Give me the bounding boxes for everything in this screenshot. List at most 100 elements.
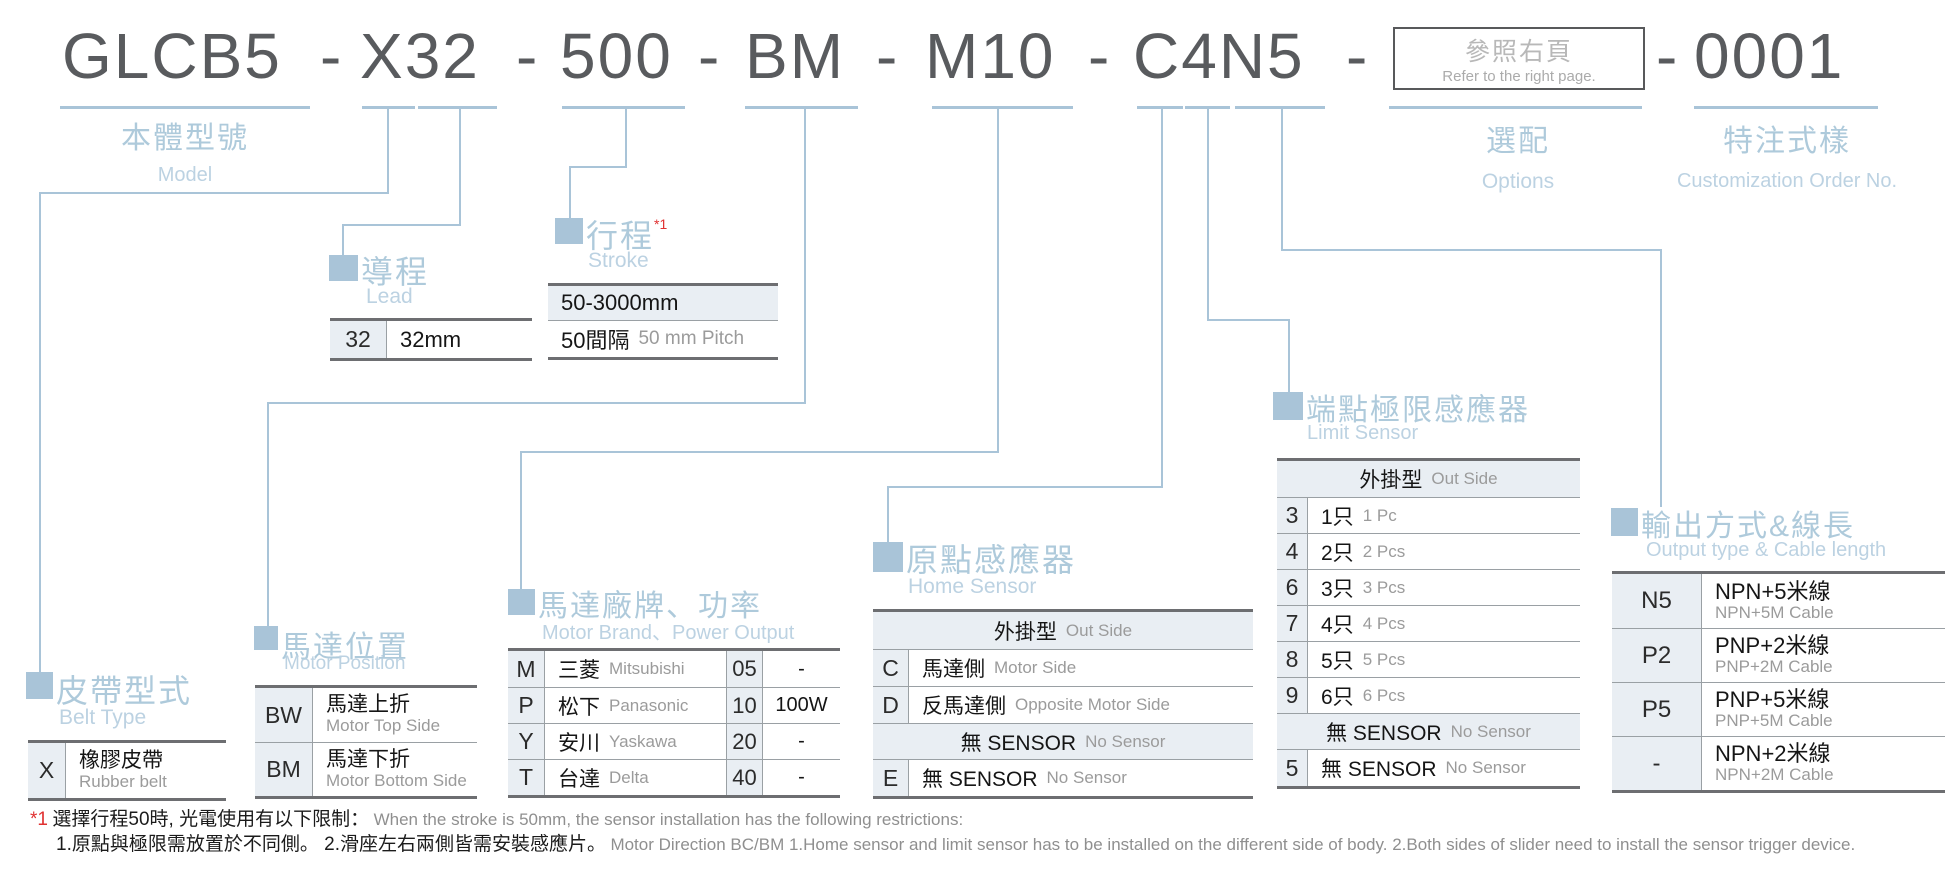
connector-stroke <box>625 108 627 168</box>
limit-sensor-title-en: Limit Sensor <box>1307 422 1419 444</box>
table-row: BW 馬達上折 Motor Top Side <box>255 688 477 742</box>
connector-stroke <box>569 166 627 168</box>
power-value: 100W <box>775 694 828 716</box>
connector-motor-position <box>267 402 806 404</box>
code-separator: - <box>698 20 722 92</box>
lead-title-zh: 導程 <box>361 254 430 290</box>
code-segment-sensors: C4N5 <box>1133 20 1305 92</box>
underline-lead <box>418 106 497 109</box>
footnote-line2-en: Motor Direction BC/BM 1.Home sensor and … <box>610 835 1856 854</box>
connector-limit-sensor <box>1207 108 1209 321</box>
section-options: 選配 Options <box>1391 116 1645 194</box>
brand-code: M <box>508 651 545 687</box>
power-code: 10 <box>726 688 763 723</box>
motor-brand-title-zh: 馬達廠牌、功率 <box>538 590 762 623</box>
code-segment-model: GLCB5 <box>62 20 282 92</box>
lead-code-cell: 32 <box>330 321 387 358</box>
home-sensor-title-en: Home Sensor <box>908 575 1037 598</box>
home-sensor-title-zh: 原點感應器 <box>906 542 1077 578</box>
options-box-zh: 參照右頁 <box>1464 38 1573 66</box>
belt-code-text: X <box>38 757 55 783</box>
footnote-line1-en: When the stroke is 50mm, the sensor inst… <box>373 810 964 829</box>
connector-motor-brand <box>997 108 999 453</box>
connector-home-sensor <box>887 486 1163 488</box>
power-value: - <box>798 657 805 680</box>
brand-code: P <box>508 688 545 723</box>
table-row: 32 32mm <box>330 321 532 358</box>
table-row: X 橡膠皮帶 Rubber belt <box>28 743 226 798</box>
stroke-table: 50-3000mm 50間隔 50 mm Pitch <box>548 283 778 360</box>
section-model: 本體型號 Model <box>60 113 310 187</box>
motor-position-en: Motor Bottom Side <box>326 770 467 790</box>
underline-home-sensor <box>1137 106 1183 109</box>
underline-output <box>1235 106 1325 109</box>
output-label: PNP+2米線 PNP+2M Cable <box>1715 633 1833 677</box>
motor-brand-title-en: Motor Brand、Power Output <box>542 622 795 644</box>
output-label: NPN+2米線 NPN+2M Cable <box>1715 741 1834 785</box>
lead-table: 32 32mm <box>330 318 532 361</box>
connector-motor-position <box>267 402 269 626</box>
limit-sensor-code: 6 <box>1277 570 1308 605</box>
power-value: - <box>798 730 805 752</box>
section-customization: 特注式樣 Customization Order No. <box>1640 116 1934 193</box>
footnote-line1: *1 選擇行程50時, 光電使用有以下限制： When the stroke i… <box>30 804 963 831</box>
connector-output <box>1281 249 1662 251</box>
table-row: - NPN+2米線 NPN+2M Cable <box>1612 736 1945 790</box>
output-code: P2 <box>1612 629 1702 682</box>
stroke-pitch-zh: 50間隔 <box>561 328 630 353</box>
code-separator: - <box>1656 20 1680 92</box>
connector-limit-sensor <box>1288 319 1290 392</box>
motor-position-en: Motor Top Side <box>326 716 441 736</box>
stroke-footnote-marker: *1 <box>654 216 668 232</box>
code-segment-motor-position: BM <box>745 20 845 92</box>
limit-sensor-code: 4 <box>1277 534 1308 569</box>
underline-motor-brand <box>932 106 1073 109</box>
stroke-range-row: 50-3000mm <box>548 286 778 320</box>
connector-belt <box>39 192 389 194</box>
motor-brand-bullet-square <box>508 589 535 615</box>
footnote-line2-zh: 1.原點與極限需放置於不同側。 2.滑座左右兩側皆需安裝感應片。 <box>56 834 606 855</box>
belt-title-zh: 皮帶型式 <box>56 673 193 709</box>
table-row: N5 NPN+5米線 NPN+5M Cable <box>1612 574 1945 628</box>
output-code: N5 <box>1612 574 1702 628</box>
limit-sensor-code: 8 <box>1277 642 1308 677</box>
connector-lead <box>459 108 461 226</box>
limit-sensor-code: 3 <box>1277 498 1308 533</box>
output-label: NPN+5米線 NPN+5M Cable <box>1715 578 1834 622</box>
output-code: P5 <box>1612 683 1702 736</box>
footnote-marker: *1 <box>30 809 48 830</box>
belt-label-cell: 橡膠皮帶 Rubber belt <box>66 743 226 798</box>
connector-motor-position <box>804 108 806 404</box>
power-code: 20 <box>726 724 763 759</box>
underline-belt <box>362 106 415 109</box>
limit-sensor-code: 5 <box>1277 750 1308 786</box>
table-row: BM 馬達下折 Motor Bottom Side <box>255 742 477 796</box>
connector-lead <box>342 224 344 255</box>
output-label: PNP+5米線 PNP+5M Cable <box>1715 687 1833 731</box>
connector-belt <box>387 108 389 194</box>
motor-position-title-zh: 馬達位置 <box>281 631 409 664</box>
code-segment-motor-brand: M10 <box>925 20 1056 92</box>
table-row: P5 PNP+5米線 PNP+5M Cable <box>1612 682 1945 736</box>
footnote-line2: 1.原點與極限需放置於不同側。 2.滑座左右兩側皆需安裝感應片。 Motor D… <box>56 829 1855 856</box>
connector-motor-brand <box>520 451 522 589</box>
